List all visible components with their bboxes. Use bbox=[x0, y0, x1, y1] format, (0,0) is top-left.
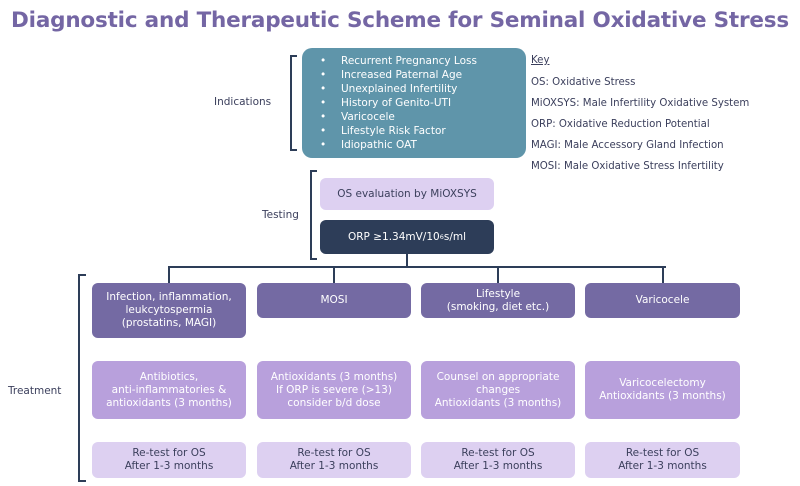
treatment-line: antioxidants (3 months) bbox=[106, 396, 232, 409]
treatment-bracket bbox=[78, 274, 80, 482]
category-infection-box: Infection, inflammation, leukcytospermia… bbox=[92, 283, 246, 338]
retest-line: Re-test for OS bbox=[461, 447, 535, 459]
testing-bracket bbox=[310, 170, 312, 260]
retest-line: Re-test for OS bbox=[297, 447, 371, 459]
category-line: MOSI bbox=[320, 294, 348, 306]
retest-varicocele-box: Re-test for OS After 1-3 months bbox=[585, 442, 740, 478]
indications-bracket bbox=[290, 55, 292, 151]
key-item: ORP: Oxidative Reduction Potential bbox=[531, 119, 710, 130]
connector-horizontal bbox=[168, 266, 666, 268]
retest-line: Re-test for OS bbox=[132, 447, 206, 459]
treatment-varicocele-box: Varicocelectomy Antioxidants (3 months) bbox=[585, 361, 740, 419]
retest-line: Re-test for OS bbox=[625, 447, 700, 459]
key-item: OS: Oxidative Stress bbox=[531, 77, 636, 88]
key-item: MOSI: Male Oxidative Stress Infertility bbox=[531, 161, 724, 172]
indication-item: Unexplained Infertility bbox=[320, 82, 526, 96]
key-item: MAGI: Male Accessory Gland Infection bbox=[531, 140, 724, 151]
retest-lifestyle-box: Re-test for OS After 1-3 months bbox=[421, 442, 575, 478]
treatment-line: changes bbox=[475, 383, 521, 396]
testing-bracket-bottom bbox=[310, 258, 317, 260]
connector-branch-3 bbox=[497, 266, 499, 283]
indication-item: Recurrent Pregnancy Loss bbox=[320, 54, 526, 68]
key-item: MiOXSYS: Male Infertility Oxidative Syst… bbox=[531, 98, 750, 109]
retest-infection-box: Re-test for OS After 1-3 months bbox=[92, 442, 246, 478]
treatment-line: Varicocelectomy bbox=[619, 377, 706, 389]
indication-item: Varicocele bbox=[320, 110, 526, 124]
category-lifestyle-box: Lifestyle (smoking, diet etc.) bbox=[421, 283, 575, 318]
indication-item: Lifestyle Risk Factor bbox=[320, 124, 526, 138]
indication-item: Increased Paternal Age bbox=[320, 68, 526, 82]
treatment-label: Treatment bbox=[8, 385, 62, 397]
retest-line: After 1-3 months bbox=[124, 460, 214, 472]
treatment-line: Counsel on appropriate bbox=[436, 370, 560, 383]
indications-bracket-top bbox=[290, 55, 297, 57]
orp-threshold-prefix: ORP ≥1.34mV/10 bbox=[347, 230, 440, 243]
indications-label: Indications bbox=[214, 96, 272, 108]
category-line: (prostatins, MAGI) bbox=[121, 317, 217, 329]
indication-item: History of Genito-UTI bbox=[320, 96, 526, 110]
testing-bracket-top bbox=[310, 170, 317, 172]
treatment-line: Antioxidants (3 months) bbox=[434, 396, 562, 409]
orp-threshold-suffix: s/ml bbox=[443, 230, 466, 243]
indications-box: Recurrent Pregnancy Loss Increased Pater… bbox=[302, 48, 526, 158]
treatment-bracket-bottom bbox=[78, 480, 86, 482]
treatment-line: Antibiotics, bbox=[139, 370, 199, 383]
category-line: Lifestyle bbox=[475, 287, 521, 300]
key-legend: Key OS: Oxidative Stress MiOXSYS: Male I… bbox=[531, 55, 749, 177]
key-title: Key bbox=[531, 55, 550, 66]
category-varicocele-box: Varicocele bbox=[585, 283, 740, 318]
treatment-line: If ORP is severe (>13) bbox=[276, 383, 392, 396]
retest-line: After 1-3 months bbox=[453, 460, 543, 472]
os-evaluation-box: OS evaluation by MiOXSYS bbox=[320, 178, 494, 210]
retest-line: After 1-3 months bbox=[618, 460, 707, 472]
retest-mosi-box: Re-test for OS After 1-3 months bbox=[257, 442, 411, 478]
category-mosi-box: MOSI bbox=[257, 283, 411, 318]
page-title: Diagnostic and Therapeutic Scheme for Se… bbox=[11, 8, 789, 33]
connector-branch-1 bbox=[168, 266, 170, 283]
treatment-bracket-top bbox=[78, 274, 86, 276]
category-line: leukcytospermia bbox=[125, 304, 213, 316]
connector-trunk bbox=[406, 254, 408, 267]
retest-line: After 1-3 months bbox=[289, 460, 379, 472]
testing-label: Testing bbox=[262, 209, 299, 221]
category-line: Varicocele bbox=[635, 294, 690, 306]
treatment-infection-box: Antibiotics, anti-inflammatories & antio… bbox=[92, 361, 246, 419]
treatment-lifestyle-box: Counsel on appropriate changes Antioxida… bbox=[421, 361, 575, 419]
treatment-line: consider b/d dose bbox=[287, 396, 381, 409]
treatment-mosi-box: Antioxidants (3 months) If ORP is severe… bbox=[257, 361, 411, 419]
connector-branch-4 bbox=[662, 266, 664, 283]
category-line: (smoking, diet etc.) bbox=[446, 300, 550, 313]
treatment-line: Antioxidants (3 months) bbox=[270, 370, 398, 383]
category-line: Infection, inflammation, bbox=[106, 291, 232, 303]
treatment-line: Antioxidants (3 months) bbox=[599, 390, 726, 402]
connector-branch-2 bbox=[333, 266, 335, 283]
indications-bracket-bottom bbox=[290, 149, 297, 151]
treatment-line: anti-inflammatories & bbox=[111, 383, 227, 396]
indication-item: Idiopathic OAT bbox=[320, 138, 526, 152]
